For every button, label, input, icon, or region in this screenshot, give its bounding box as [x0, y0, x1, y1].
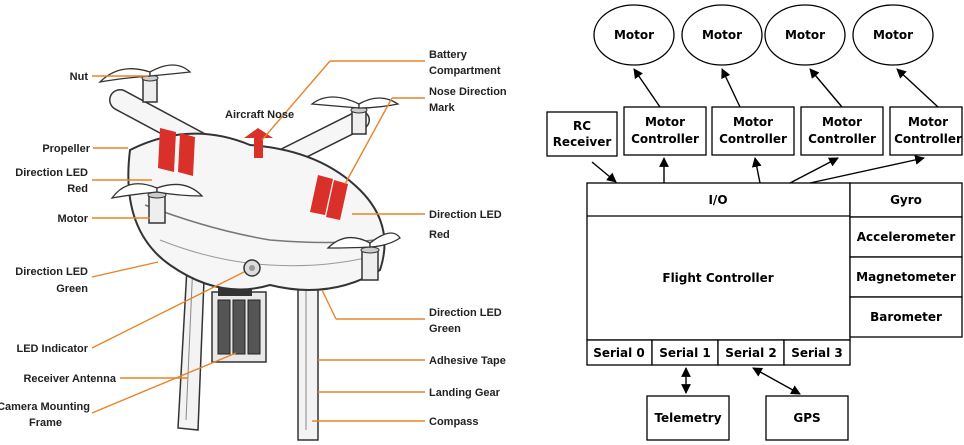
motor-4-label: Motor — [873, 28, 913, 42]
label-adhesive-tape: Adhesive Tape — [429, 355, 506, 367]
label-landing-gear: Landing Gear — [429, 387, 501, 399]
label-led-indicator: LED Indicator — [16, 343, 88, 355]
motor-1: Motor — [594, 5, 674, 65]
motor-controller-4: Motor Controller — [890, 107, 962, 155]
motor-3: Motor — [765, 5, 845, 65]
gps-box: GPS — [766, 396, 848, 440]
label-direction-led-red-right-line2: Red — [429, 229, 450, 241]
motor-controller-3: Motor Controller — [801, 107, 883, 155]
rc-receiver-box: RC Receiver — [547, 112, 617, 156]
motor-controller-1-line2: Controller — [631, 132, 699, 146]
label-direction-led-red-left-line2: Red — [67, 183, 88, 195]
flight-controller-label: Flight Controller — [662, 271, 773, 285]
motor-2: Motor — [682, 5, 762, 65]
telemetry-box: Telemetry — [647, 396, 729, 440]
block-diagram: Motor Motor Motor Motor RC Receiver Moto… — [547, 5, 962, 440]
rc-receiver-line2: Receiver — [553, 135, 612, 149]
motor-controller-1-line1: Motor — [645, 115, 685, 129]
motor-1-label: Motor — [614, 28, 654, 42]
serial-1-label: Serial 1 — [659, 346, 711, 360]
label-aircraft-nose: Aircraft Nose — [225, 109, 294, 121]
motor-2-label: Motor — [702, 28, 742, 42]
motor-controller-3-line2: Controller — [808, 132, 876, 146]
gps-label: GPS — [793, 411, 820, 425]
accelerometer-label: Accelerometer — [857, 230, 956, 244]
motor-controller-3-line1: Motor — [822, 115, 862, 129]
label-motor: Motor — [57, 213, 88, 225]
motor-controller-2-line2: Controller — [719, 132, 787, 146]
motor-4: Motor — [853, 5, 933, 65]
label-direction-led-green-left-line1: Direction LED — [15, 266, 88, 278]
label-direction-led-red-right-line1: Direction LED — [429, 209, 502, 221]
motor-controller-2: Motor Controller — [712, 107, 794, 155]
label-nose-direction-line2: Mark — [429, 102, 456, 114]
label-battery-line1: Battery — [429, 49, 468, 61]
serial-0-label: Serial 0 — [593, 346, 645, 360]
label-receiver-antenna: Receiver Antenna — [23, 373, 116, 385]
barometer-label: Barometer — [870, 310, 942, 324]
motor-controller-4-line2: Controller — [894, 132, 962, 146]
motor-controller-1: Motor Controller — [624, 107, 706, 155]
label-nose-direction-line1: Nose Direction — [429, 86, 507, 98]
label-direction-led-green-left-line2: Green — [56, 283, 88, 295]
label-direction-led-green-right-line2: Green — [429, 323, 461, 335]
rc-receiver-line1: RC — [573, 119, 591, 133]
motor-controller-4-line1: Motor — [908, 115, 948, 129]
label-direction-led-green-right-line1: Direction LED — [429, 307, 502, 319]
telemetry-label: Telemetry — [654, 411, 721, 425]
magnetometer-label: Magnetometer — [856, 270, 956, 284]
motor-3-label: Motor — [785, 28, 825, 42]
serial-row: Serial 0 Serial 1 Serial 2 Serial 3 — [587, 340, 850, 365]
serial-3-label: Serial 3 — [791, 346, 843, 360]
label-camera-mounting-line1: Camera Mounting — [0, 401, 90, 413]
label-camera-mounting-line2: Frame — [29, 417, 62, 429]
sensor-column: Gyro Accelerometer Magnetometer Baromete… — [850, 183, 962, 337]
label-compass: Compass — [429, 416, 479, 428]
label-direction-led-red-left-line1: Direction LED — [15, 167, 88, 179]
label-battery-line2: Compartment — [429, 65, 501, 77]
label-nut: Nut — [70, 71, 89, 83]
label-propeller: Propeller — [42, 143, 90, 155]
motor-controller-2-line1: Motor — [733, 115, 773, 129]
gyro-label: Gyro — [890, 193, 922, 207]
io-label: I/O — [708, 193, 727, 207]
callouts-left: Nut Propeller Direction LED Red Motor Di… — [0, 71, 117, 429]
drone-illustration — [100, 65, 400, 440]
serial-2-label: Serial 2 — [725, 346, 777, 360]
battery-pack — [212, 286, 266, 362]
